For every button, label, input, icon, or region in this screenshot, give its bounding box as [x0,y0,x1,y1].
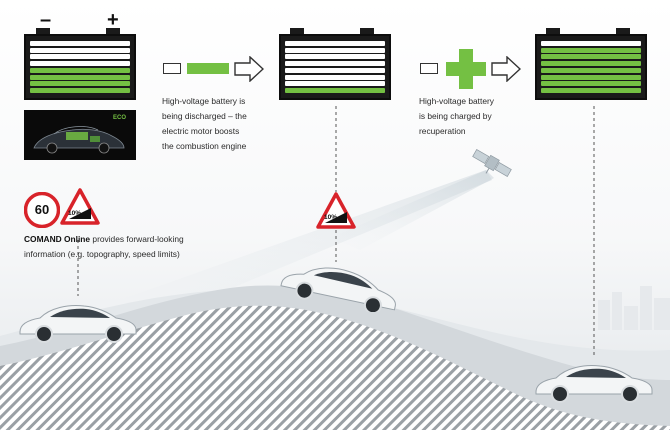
battery-cell-empty [30,61,130,67]
battery-icon [279,34,391,100]
gradient-warning-sign-icon [316,192,356,229]
battery-cell-empty [285,54,385,60]
satellite-icon [472,149,512,177]
caption-line: information (e.g. topography, speed limi… [24,249,180,259]
battery-cell-charged [541,81,641,87]
signal-beam-mid [330,170,494,250]
battery-terminal [360,28,374,34]
caption-line: electric motor boosts [162,126,240,136]
battery-cell-charged [541,54,641,60]
terrain-hatched [0,305,670,430]
caption-line: High-voltage battery is [162,96,246,106]
car-icon [19,305,137,343]
signal-beam-left [120,170,492,318]
battery-cell-charged [541,87,641,93]
battery-cell-charged [30,81,130,87]
plus-icon [446,49,486,89]
gradient-value: 10% [324,214,338,221]
battery-terminal [290,28,304,34]
battery-cell-charged [30,74,130,80]
battery-terminal [106,28,120,34]
car-icon [280,267,396,312]
caption-text: provides forward-looking [90,234,184,244]
comand-caption: COMAND Online provides forward-looking i… [24,232,184,262]
caption-line: is being charged by [419,111,492,121]
dashed-connectors [77,106,595,356]
comand-brand: COMAND Online [24,234,91,244]
battery-cell-empty [285,47,385,53]
battery-cell-charged [541,61,641,67]
battery-cell-empty [285,74,385,80]
battery-cell-empty [285,61,385,67]
energy-flow-bar [187,63,229,74]
gradient-value: 10% [68,210,82,217]
battery-cell-charged [285,87,385,93]
battery-cell-empty [285,81,385,87]
battery-cell-empty [30,47,130,53]
caption-line: High-voltage battery [419,96,494,106]
dashboard-badge: ECO [113,115,127,121]
caption-line: COMAND Online provides forward-looking [24,232,184,247]
battery-cell-empty [30,41,130,46]
battery-terminal [546,28,560,34]
city-skyline [598,286,670,330]
minus-sign: – [40,9,52,31]
car-icon [535,365,653,403]
battery-cell-empty [30,54,130,60]
battery-cell-empty [285,41,385,46]
charge-caption: High-voltage battery is being charged by… [419,94,494,139]
speed-limit-sign-icon [24,192,60,228]
flow-source-box [163,63,181,74]
battery-cell-charged [30,87,130,93]
battery-cell-charged [541,74,641,80]
gradient-warning-sign-icon [60,188,100,225]
caption-line: the combustion engine [162,141,247,151]
battery-icon [24,34,136,100]
battery-cell-charged [541,47,641,53]
battery-icon [535,34,647,100]
battery-cell-charged [541,67,641,73]
battery-terminal [616,28,630,34]
hybrid-car-cutaway-image [24,110,136,160]
arrow-right-icon [491,56,521,82]
battery-cell-empty [541,41,641,46]
caption-line: recuperation [419,126,466,136]
plus-sign: + [107,9,119,31]
battery-terminal [36,28,50,34]
speed-limit-value: 60 [34,202,50,217]
flow-source-box [420,63,438,74]
caption-line: being discharged – the [162,111,247,121]
battery-cell-charged [30,67,130,73]
battery-cell-empty [285,67,385,73]
arrow-right-icon [234,56,264,82]
discharge-caption: High-voltage battery is being discharged… [162,94,247,154]
